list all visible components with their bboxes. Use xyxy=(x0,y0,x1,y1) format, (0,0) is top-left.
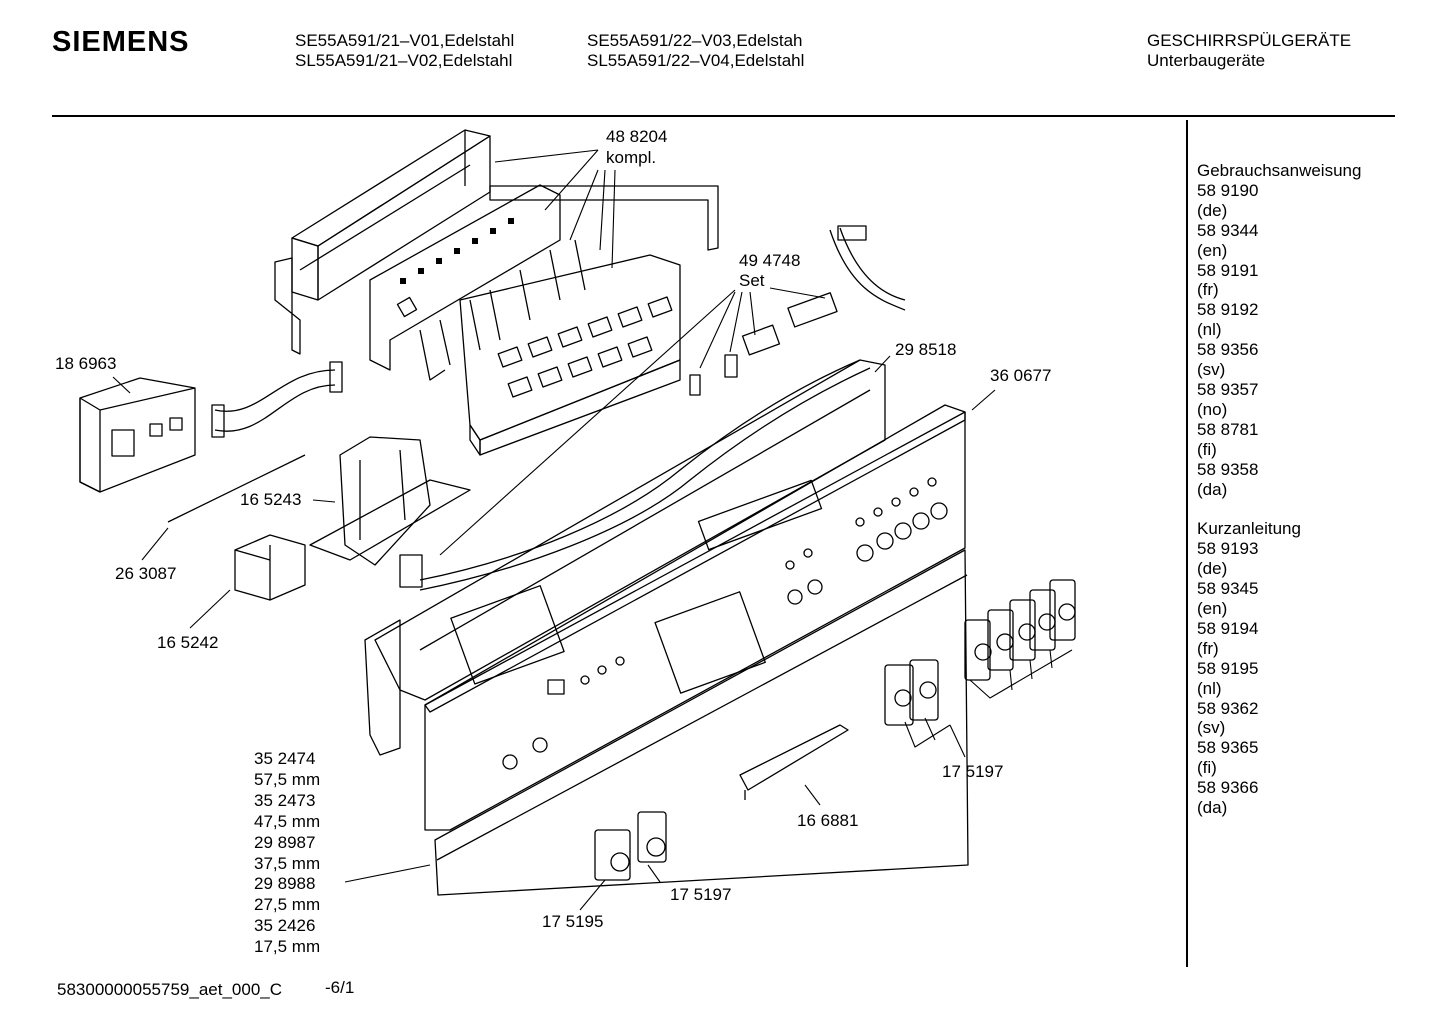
doc-language: (de) xyxy=(1197,200,1228,220)
lower-panel-part xyxy=(434,549,969,896)
front-panel-part xyxy=(424,404,966,831)
bracket-part xyxy=(309,436,471,566)
variant-line: 57,5 mm xyxy=(254,769,321,789)
section-gap xyxy=(1197,499,1361,519)
document-id: 58300000055759_aet_000_C xyxy=(57,980,283,999)
inner-frame-part xyxy=(364,359,886,756)
doc-number: 58 9356 xyxy=(1197,340,1259,360)
doc-language: (en) xyxy=(1197,240,1228,260)
leader-lines xyxy=(112,149,1073,911)
category-block: GESCHIRRSPÜLGERÄTE Unterbaugeräte xyxy=(1147,31,1351,71)
model-line: SE55A591/22–V03,Edelstah xyxy=(587,31,803,50)
doc-language: (en) xyxy=(1197,599,1228,619)
header-divider xyxy=(52,115,1395,117)
wiring-harness-part xyxy=(399,225,906,591)
doc-number: 58 9195 xyxy=(1197,658,1259,678)
doc-number: 58 9358 xyxy=(1197,459,1259,479)
part-label-175195: 17 5195 xyxy=(542,912,604,931)
part-label-kompl: kompl. xyxy=(606,148,657,167)
documentation-sidebar: Gebrauchsanweisung 58 9190 (de) 58 9344 … xyxy=(1197,161,1361,818)
doc-language: (fi) xyxy=(1197,758,1217,778)
circuit-board-part xyxy=(369,184,561,371)
category-title: GESCHIRRSPÜLGERÄTE xyxy=(1147,31,1352,50)
doc-language: (sv) xyxy=(1197,360,1226,380)
variant-list: 35 2474 57,5 mm 35 2473 47,5 mm 29 8987 … xyxy=(254,749,320,958)
category-subtitle: Unterbaugeräte xyxy=(1147,51,1266,70)
ribbon-cable-part xyxy=(211,361,343,438)
part-label-175197-bottom: 17 5197 xyxy=(670,885,732,904)
model-line: SL55A591/21–V02,Edelstahl xyxy=(295,51,513,70)
variant-line: 29 8987 xyxy=(254,832,316,852)
control-module-part xyxy=(419,239,681,456)
top-trim-part xyxy=(274,129,719,355)
exploded-parts-diagram xyxy=(79,129,1076,911)
doc-number: 58 8781 xyxy=(1197,419,1259,439)
model-line: SL55A591/22–V04,Edelstahl xyxy=(587,51,805,70)
part-label-165243: 16 5243 xyxy=(240,490,302,509)
variant-line: 37,5 mm xyxy=(254,853,321,873)
connector-part xyxy=(234,534,306,601)
model-column-2: SE55A591/22–V03,Edelstah SL55A591/22–V04… xyxy=(587,31,804,71)
doc-language: (fr) xyxy=(1197,638,1219,658)
doc-number: 58 9192 xyxy=(1197,300,1259,320)
variant-line: 35 2473 xyxy=(254,790,316,810)
sidebar-divider xyxy=(1186,120,1188,967)
doc-number: 58 9194 xyxy=(1197,618,1259,638)
brand-logo: SIEMENS xyxy=(52,26,190,58)
part-label-488204: 48 8204 xyxy=(606,127,668,146)
part-label-494748: 49 4748 xyxy=(739,251,801,270)
doc-language: (fi) xyxy=(1197,439,1217,459)
doc-number: 58 9366 xyxy=(1197,778,1259,798)
doc-language: (nl) xyxy=(1197,320,1222,340)
variant-line: 27,5 mm xyxy=(254,895,321,915)
model-line: SE55A591/21–V01,Edelstahl xyxy=(295,31,515,50)
model-column-1: SE55A591/21–V01,Edelstahl SL55A591/21–V0… xyxy=(295,31,514,71)
page-number: -6/1 xyxy=(325,978,355,997)
display-module-part xyxy=(79,377,196,493)
part-label-360677: 36 0677 xyxy=(990,366,1052,385)
manual-title: Gebrauchsanweisung xyxy=(1197,161,1362,180)
doc-number: 58 9191 xyxy=(1197,260,1259,280)
doc-number: 58 9357 xyxy=(1197,379,1259,399)
part-label-165242: 16 5242 xyxy=(157,633,219,652)
doc-language: (fr) xyxy=(1197,280,1219,300)
wire-part xyxy=(167,454,306,523)
part-label-175197-right: 17 5197 xyxy=(942,762,1004,781)
variant-line: 35 2426 xyxy=(254,916,316,936)
part-label-set: Set xyxy=(739,271,765,290)
doc-language: (no) xyxy=(1197,399,1228,419)
switch-buttons-part xyxy=(594,579,1076,881)
doc-language: (da) xyxy=(1197,798,1228,818)
variant-line: 17,5 mm xyxy=(254,937,321,957)
doc-language: (da) xyxy=(1197,479,1228,499)
variant-line: 35 2474 xyxy=(254,749,316,768)
doc-language: (de) xyxy=(1197,559,1228,579)
doc-number: 58 9345 xyxy=(1197,579,1259,599)
doc-number: 58 9193 xyxy=(1197,539,1259,559)
doc-number: 58 9365 xyxy=(1197,738,1259,758)
doc-number: 58 9190 xyxy=(1197,180,1259,200)
part-label-263087: 26 3087 xyxy=(115,564,177,583)
part-label-186963: 18 6963 xyxy=(55,354,117,373)
strip-part xyxy=(739,724,849,800)
part-label-298518: 29 8518 xyxy=(895,340,957,359)
variant-line: 47,5 mm xyxy=(254,811,321,831)
part-label-166881: 16 6881 xyxy=(797,811,859,830)
doc-language: (nl) xyxy=(1197,678,1222,698)
doc-number: 58 9344 xyxy=(1197,220,1259,240)
doc-language: (sv) xyxy=(1197,718,1226,738)
variant-line: 29 8988 xyxy=(254,874,316,894)
quick-guide-title: Kurzanleitung xyxy=(1197,519,1301,539)
doc-number: 58 9362 xyxy=(1197,698,1259,718)
